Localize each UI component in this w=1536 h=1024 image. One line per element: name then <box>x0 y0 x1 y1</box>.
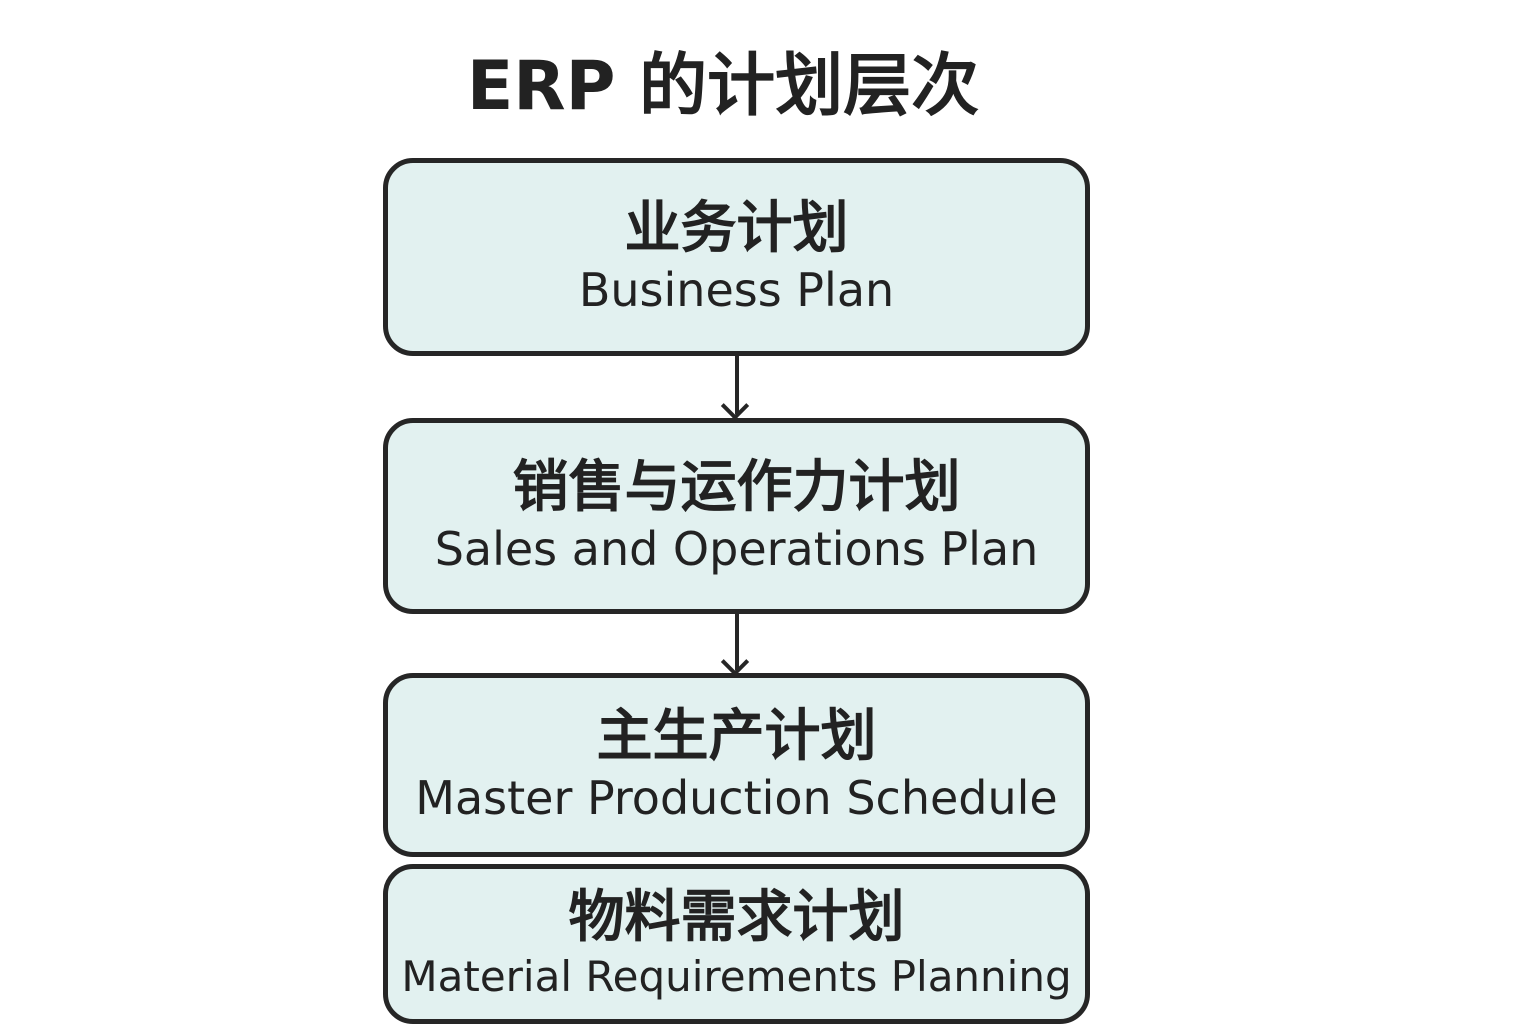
arrow-connector <box>735 356 739 414</box>
level-en-label: Business Plan <box>578 262 895 317</box>
level-zh-label: 主生产计划 <box>596 703 877 769</box>
level-sales-operations-plan: 销售与运作力计划 Sales and Operations Plan <box>383 418 1090 614</box>
level-en-label: Material Requirements Planning <box>401 952 1072 1002</box>
level-en-label: Sales and Operations Plan <box>434 521 1039 576</box>
level-zh-label: 销售与运作力计划 <box>512 454 961 520</box>
level-business-plan: 业务计划 Business Plan <box>383 158 1090 356</box>
level-zh-label: 业务计划 <box>624 195 849 261</box>
level-material-requirements-planning: 物料需求计划 Material Requirements Planning <box>383 864 1090 1024</box>
arrow-connector <box>735 614 739 670</box>
level-en-label: Master Production Schedule <box>415 770 1058 825</box>
arrow-head-icon <box>720 391 750 421</box>
level-master-production-schedule: 主生产计划 Master Production Schedule <box>383 673 1090 857</box>
level-zh-label: 物料需求计划 <box>568 885 905 951</box>
arrow-head-icon <box>720 647 750 677</box>
diagram-title: ERP 的计划层次 <box>466 47 980 126</box>
